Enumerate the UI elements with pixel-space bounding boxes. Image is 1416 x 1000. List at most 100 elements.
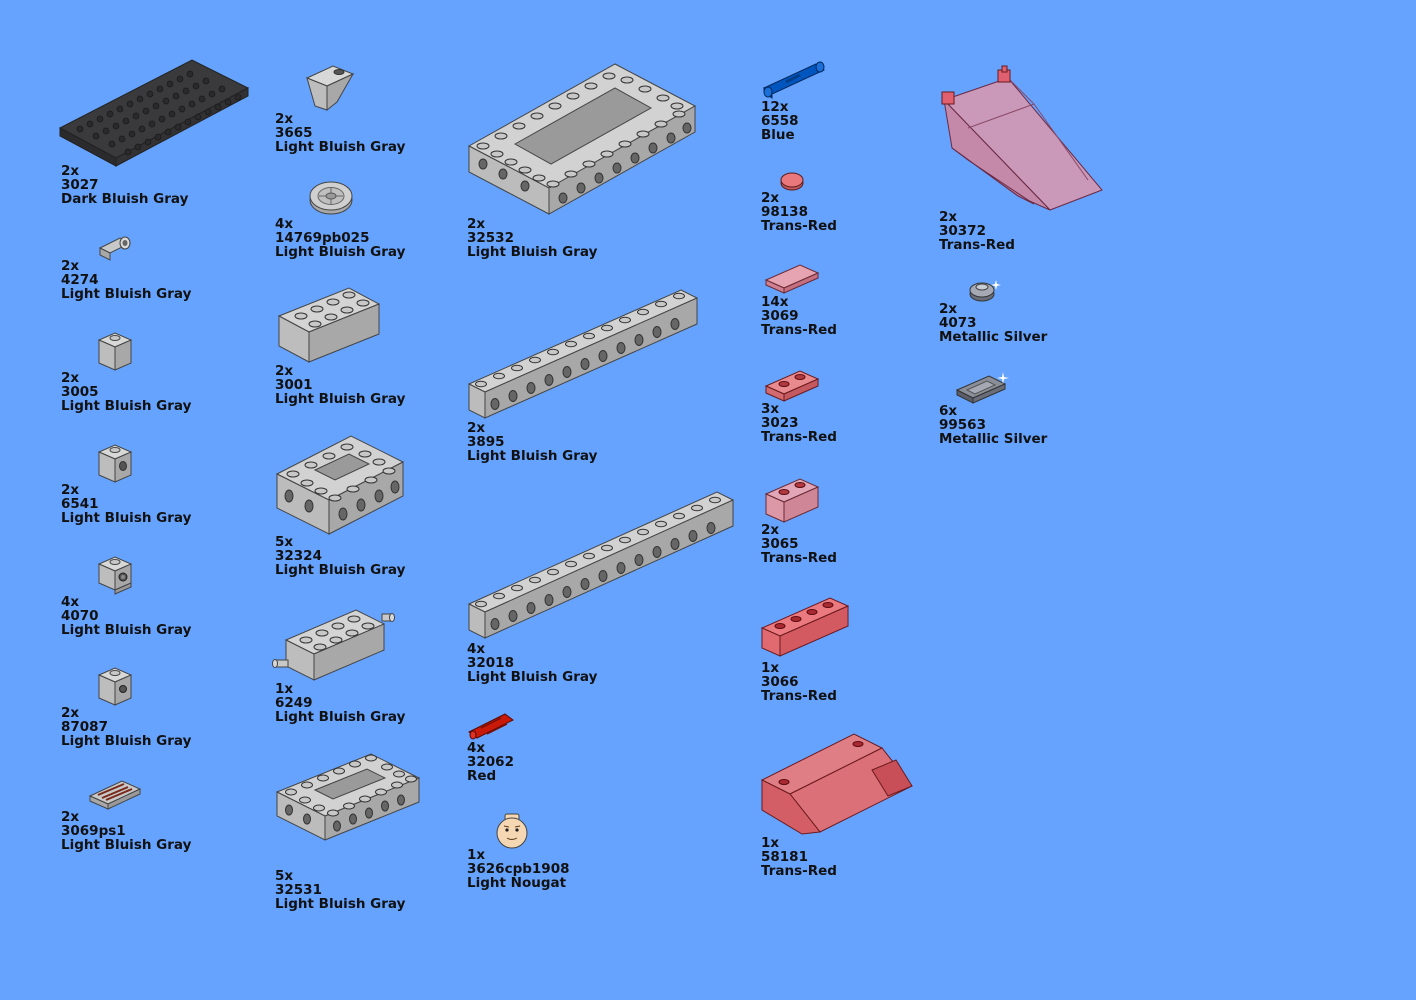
round-tile-printed-icon xyxy=(309,181,353,215)
part-label: 4x 32018 Light Bluish Gray xyxy=(467,642,597,685)
part-number: 3065 xyxy=(761,536,799,553)
part-color: Trans-Red xyxy=(761,429,837,446)
part-number: 3005 xyxy=(61,384,99,401)
part-color: Light Bluish Gray xyxy=(275,709,406,726)
part-number: 3626cpb1908 xyxy=(467,861,570,878)
part-qty: 5x xyxy=(275,868,294,884)
part-qty: 6x xyxy=(939,403,958,419)
part-qty: 2x xyxy=(61,370,80,386)
brick-1x4-trans-icon xyxy=(760,597,850,657)
part-label: 2x 3005 Light Bluish Gray xyxy=(61,371,191,414)
plate-6x16-icon xyxy=(58,59,250,167)
part-number: 3895 xyxy=(467,434,505,451)
part-label: 2x 4274 Light Bluish Gray xyxy=(61,259,191,302)
part-label: 2x 30372 Trans-Red xyxy=(939,210,1015,253)
brick-2x4-icon xyxy=(277,287,381,363)
part-number: 6541 xyxy=(61,496,99,513)
part-label: 2x 6541 Light Bluish Gray xyxy=(61,483,191,526)
part-label: 1x 58181 Trans-Red xyxy=(761,836,837,879)
ingot-icon xyxy=(955,372,1009,404)
part-color: Light Bluish Gray xyxy=(275,244,406,261)
part-number: 32324 xyxy=(275,548,322,565)
part-qty: 2x xyxy=(761,190,780,206)
printed-tile-icon xyxy=(88,780,142,810)
part-number: 6249 xyxy=(275,695,313,712)
part-label: 2x 4073 Metallic Silver xyxy=(939,302,1047,345)
cockpit-canopy-icon xyxy=(941,65,1103,211)
part-number: 3027 xyxy=(61,177,99,194)
part-color: Light Bluish Gray xyxy=(61,510,192,527)
part-qty: 12x xyxy=(761,99,789,115)
part-qty: 1x xyxy=(275,681,294,697)
part-number: 6558 xyxy=(761,113,799,130)
part-qty: 3x xyxy=(761,401,780,417)
part-label: 1x 6249 Light Bluish Gray xyxy=(275,682,405,725)
part-label: 2x 87087 Light Bluish Gray xyxy=(61,706,191,749)
part-label: 2x 98138 Trans-Red xyxy=(761,191,837,234)
part-label: 2x 32532 Light Bluish Gray xyxy=(467,217,597,260)
part-qty: 2x xyxy=(61,705,80,721)
part-color: Light Bluish Gray xyxy=(467,244,598,261)
part-number: 87087 xyxy=(61,719,108,736)
part-qty: 2x xyxy=(61,809,80,825)
part-qty: 1x xyxy=(467,847,486,863)
part-qty: 2x xyxy=(467,216,486,232)
part-color: Trans-Red xyxy=(761,550,837,567)
part-label: 6x 99563 Metallic Silver xyxy=(939,404,1047,447)
part-color: Trans-Red xyxy=(761,863,837,880)
part-label: 2x 3069ps1 Light Bluish Gray xyxy=(61,810,191,853)
minifig-head-icon xyxy=(496,813,528,849)
part-label: 2x 3065 Trans-Red xyxy=(761,523,837,566)
part-qty: 4x xyxy=(275,216,294,232)
part-number: 32531 xyxy=(275,882,322,899)
part-label: 12x 6558 Blue xyxy=(761,100,799,143)
part-qty: 4x xyxy=(467,641,486,657)
windscreen-3x4-icon xyxy=(760,733,913,835)
inverted-slope-icon xyxy=(305,65,355,112)
technic-open-brick-6x8-icon xyxy=(467,63,697,215)
part-color: Light Bluish Gray xyxy=(467,448,598,465)
part-number: 3066 xyxy=(761,674,799,691)
part-number: 4274 xyxy=(61,272,99,289)
technic-axle-2-icon xyxy=(468,713,514,740)
part-color: Metallic Silver xyxy=(939,431,1048,448)
technic-brick-1x14-icon xyxy=(467,491,735,639)
part-color: Light Bluish Gray xyxy=(275,562,406,579)
part-label: 5x 32531 Light Bluish Gray xyxy=(275,869,405,912)
part-number: 98138 xyxy=(761,204,808,221)
part-qty: 2x xyxy=(61,482,80,498)
brick-1x2-trans-icon xyxy=(764,478,820,523)
technic-pin-icon xyxy=(98,236,132,261)
brick-with-axles-icon xyxy=(272,609,395,681)
plate-1x2-icon xyxy=(764,370,820,402)
part-number: 3069ps1 xyxy=(61,823,126,840)
part-qty: 2x xyxy=(275,363,294,379)
part-color: Light Bluish Gray xyxy=(275,896,406,913)
part-color: Dark Bluish Gray xyxy=(61,191,189,208)
part-number: 3023 xyxy=(761,415,799,432)
part-qty: 1x xyxy=(761,835,780,851)
part-number: 4073 xyxy=(939,315,977,332)
part-color: Trans-Red xyxy=(939,237,1015,254)
part-qty: 2x xyxy=(275,111,294,127)
part-label: 3x 3023 Trans-Red xyxy=(761,402,837,445)
part-color: Light Nougat xyxy=(467,875,567,892)
part-qty: 2x xyxy=(939,209,958,225)
part-color: Light Bluish Gray xyxy=(275,139,406,156)
part-number: 32018 xyxy=(467,655,514,672)
part-label: 5x 32324 Light Bluish Gray xyxy=(275,535,405,578)
part-label: 4x 14769pb025 Light Bluish Gray xyxy=(275,217,405,260)
part-label: 2x 3665 Light Bluish Gray xyxy=(275,112,405,155)
part-color: Trans-Red xyxy=(761,688,837,705)
technic-pin-long-icon xyxy=(763,61,825,99)
part-number: 32532 xyxy=(467,230,514,247)
headlight-brick-icon xyxy=(97,556,133,595)
brick-1x1-icon xyxy=(97,332,133,371)
part-color: Light Bluish Gray xyxy=(61,398,192,415)
part-label: 2x 3895 Light Bluish Gray xyxy=(467,421,597,464)
part-number: 30372 xyxy=(939,223,986,240)
part-number: 32062 xyxy=(467,754,514,771)
part-qty: 4x xyxy=(61,594,80,610)
part-number: 99563 xyxy=(939,417,986,434)
part-label: 1x 3626cpb1908 Light Nougat xyxy=(467,848,569,891)
